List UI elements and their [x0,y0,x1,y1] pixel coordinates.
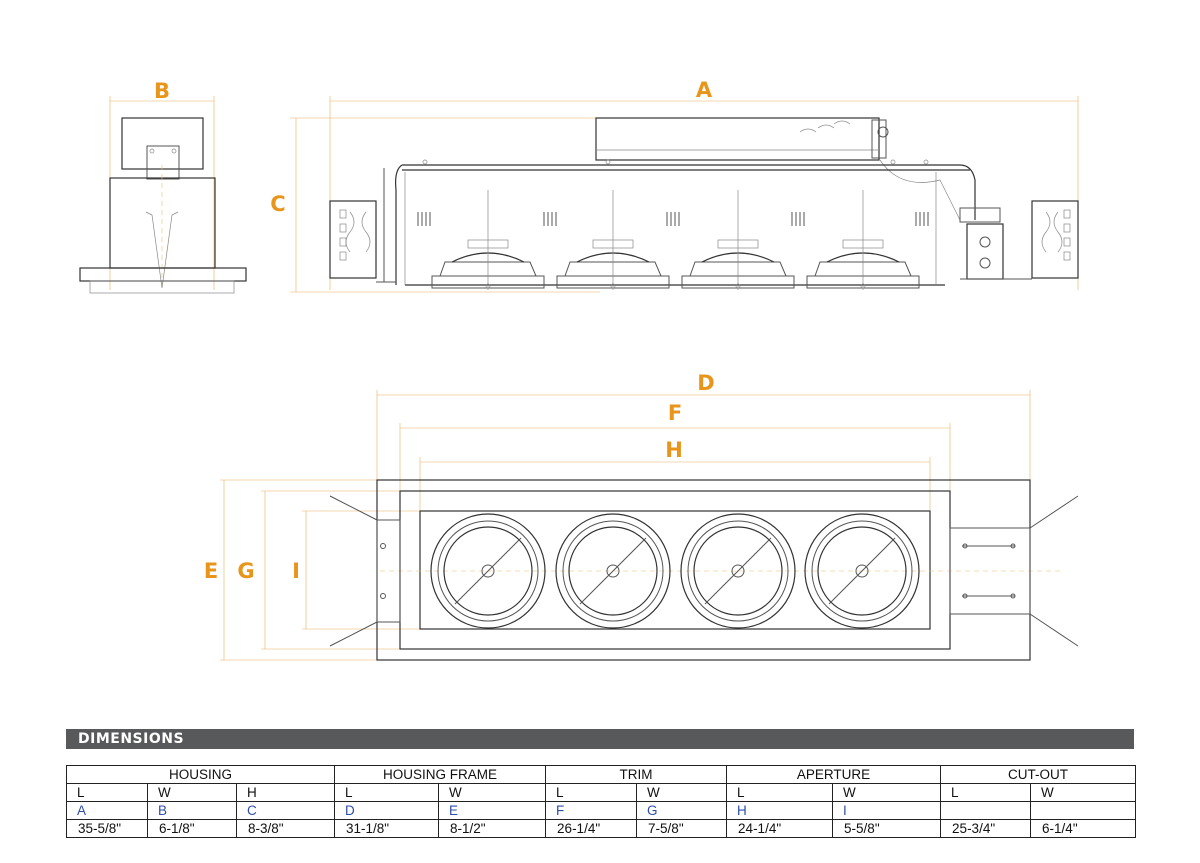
lamp-module-2 [556,190,670,290]
group-cut-out: CUT-OUT [940,765,1137,784]
subheader-cell: W [1030,783,1137,802]
subheader-cell: W [147,783,237,802]
dimension-label-d: D [697,371,714,395]
dimension-label-a: A [696,78,713,102]
aperture-4 [804,513,920,629]
value-cell: 31-1/8" [334,819,440,838]
dimension-label-g: G [237,559,254,583]
value-cell: 6-1/4" [1030,819,1137,838]
value-cell: 35-5/8" [66,819,148,838]
value-cell: 26-1/4" [545,819,638,838]
dimensions-header: DIMENSIONS [66,729,1134,749]
dimension-label-b: B [154,79,170,103]
key-cell: D [334,801,440,820]
value-cell: 6-1/8" [147,819,237,838]
group-housing: HOUSING [65,765,336,784]
subheader-cell: W [438,783,547,802]
aperture-1 [430,513,546,629]
key-row: A B C D E F G H I [66,801,1137,820]
subheader-cell: L [726,783,834,802]
aperture-2 [555,513,671,629]
value-row: 35-5/8" 6-1/8" 8-3/8" 31-1/8" 8-1/2" 26-… [66,819,1137,838]
subheader-cell: L [334,783,440,802]
subheader-cell: H [235,783,336,802]
dimension-label-f: F [668,401,682,425]
group-aperture: APERTURE [726,765,942,784]
value-cell: 7-5/8" [636,819,728,838]
lamp-module-3 [681,190,795,290]
key-cell: C [235,801,336,820]
key-cell: H [726,801,834,820]
technical-drawing: B A C [79,78,1079,661]
key-cell: E [438,801,547,820]
key-cell [940,801,1032,820]
key-cell: B [147,801,237,820]
subheader-cell: L [545,783,638,802]
value-cell: 25-3/4" [940,819,1032,838]
subheader-row: L W H L W L W L W L W [66,783,1137,802]
elevation-view: A C [270,78,1079,293]
group-trim: TRIM [545,765,728,784]
subheader-cell: L [940,783,1032,802]
plan-view: D F H E G I [204,371,1079,661]
aperture-3 [680,513,796,629]
value-cell: 5-5/8" [832,819,942,838]
key-cell: F [545,801,638,820]
value-cell: 24-1/4" [726,819,834,838]
dimensions-table: HOUSING HOUSING FRAME TRIM APERTURE CUT-… [65,765,1137,838]
lamp-module-1 [431,190,545,290]
dimension-label-e: E [204,559,218,583]
lamp-module-4 [806,190,920,290]
dimension-label-h: H [665,438,683,462]
group-housing-frame: HOUSING FRAME [334,765,547,784]
value-cell: 8-1/2" [438,819,547,838]
end-view: B [79,79,247,294]
group-header-row: HOUSING HOUSING FRAME TRIM APERTURE CUT-… [65,765,1137,784]
key-cell [1030,801,1137,820]
value-cell: 8-3/8" [235,819,336,838]
subheader-cell: W [636,783,728,802]
subheader-cell: W [832,783,942,802]
key-cell: I [832,801,942,820]
dimension-label-i: I [292,559,300,583]
key-cell: A [66,801,148,820]
subheader-cell: L [66,783,148,802]
key-cell: G [636,801,728,820]
dimension-label-c: C [270,192,285,216]
